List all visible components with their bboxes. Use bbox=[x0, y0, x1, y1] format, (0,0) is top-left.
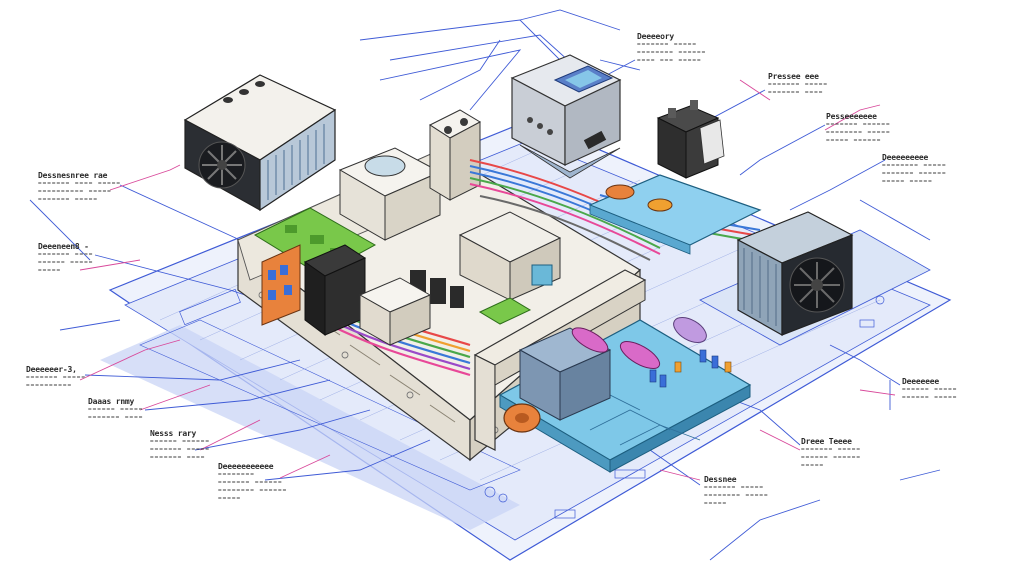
callout-line: ==== === ===== bbox=[637, 57, 702, 64]
blue-circuit-board bbox=[498, 317, 752, 473]
callout-line: ====== ===== bbox=[38, 259, 94, 266]
callout-line: ======= ===== bbox=[150, 446, 210, 453]
callout-line: ======= ==== bbox=[88, 414, 144, 421]
psu-fin-lines bbox=[267, 124, 325, 200]
heatsink-fins bbox=[743, 248, 777, 326]
callout-title: Deeeneen8 - bbox=[38, 242, 89, 251]
callout-line: ====== ===== bbox=[902, 394, 958, 401]
callout-line: ===== ====== bbox=[826, 137, 882, 144]
callout-line: ====== ===== bbox=[902, 386, 958, 393]
callout-title: Deeeeeee bbox=[902, 377, 939, 386]
callout-line: ======== ===== bbox=[882, 162, 947, 169]
callout-line: ===== bbox=[704, 500, 728, 507]
callout-line: ===== ===== bbox=[882, 178, 933, 185]
callout-line: ========== bbox=[26, 382, 73, 389]
blueprint-detail-marks bbox=[179, 288, 885, 519]
callout-title: Dreee Teeee bbox=[801, 437, 852, 446]
callout-line: ========== ===== bbox=[38, 188, 112, 195]
callout-line: ======== ===== bbox=[704, 492, 769, 499]
callout-left-lower: Deeeeeer-3, ======= ===== ========== bbox=[26, 366, 86, 390]
display-icon bbox=[553, 65, 614, 93]
callout-right-middle: Deeeeeeeee ======== ===== ======= ======… bbox=[882, 154, 947, 186]
callout-line: ======= ===== bbox=[637, 41, 697, 48]
psu-fan-module bbox=[183, 74, 337, 212]
fan-icon bbox=[198, 141, 246, 189]
top-blue-tray bbox=[588, 174, 762, 255]
callout-title: Deeeeeeeee bbox=[882, 153, 929, 162]
callout-line: ======== ===== bbox=[826, 129, 891, 136]
fan-icon bbox=[789, 257, 845, 313]
blueprint-rail bbox=[139, 319, 521, 491]
callout-title: Deeeeeeeeeee bbox=[218, 462, 274, 471]
callout-line: ===== bbox=[218, 495, 242, 502]
lens-icon bbox=[364, 155, 406, 177]
callout-bottom-left: Deeeeeeeeeee ======== ======= ====== ===… bbox=[218, 463, 287, 503]
callout-line: ======= ==== bbox=[768, 89, 824, 96]
callout-line: ====== ====== bbox=[801, 454, 861, 461]
callout-right-upper: Pesseeeeeee ======= ====== ======== ====… bbox=[826, 113, 891, 145]
callout-line: ======== bbox=[218, 471, 255, 478]
callout-title: Pressee eee bbox=[768, 72, 819, 81]
callout-top-right: Pressee eee ======= ===== ======= ==== bbox=[768, 73, 828, 97]
callout-lower-left-b: Nesss rary ====== ====== ======= ===== =… bbox=[150, 430, 210, 462]
callout-title: Deeeeeer-3, bbox=[26, 365, 77, 374]
callout-line: ======= ===== bbox=[704, 484, 764, 491]
callout-title: Daaas rnmy bbox=[88, 397, 135, 406]
capacitor-icon bbox=[571, 317, 707, 369]
twin-capacitor-block bbox=[656, 100, 725, 179]
callout-bottom-center: Dessnee ======= ===== ======== ===== ===… bbox=[704, 476, 769, 508]
callout-line: ====== ====== bbox=[150, 438, 210, 445]
center-white-units bbox=[338, 109, 562, 346]
callout-line: ======== ====== bbox=[218, 487, 288, 494]
callout-title: Pesseeeeeee bbox=[826, 112, 877, 121]
callout-lower-left-a: Daaas rnmy ====== ===== ======= ==== bbox=[88, 398, 143, 422]
callout-line: ======= ==== bbox=[150, 454, 206, 461]
callout-line: ======= ====== bbox=[218, 479, 283, 486]
callout-line: ======= ===== bbox=[801, 446, 861, 453]
green-sub-board bbox=[478, 264, 553, 325]
callout-line: ====== ===== bbox=[88, 406, 144, 413]
callout-line: ======= ===== bbox=[38, 196, 98, 203]
callout-title: Deeeeory bbox=[637, 32, 674, 41]
callout-line: ===== bbox=[38, 267, 62, 274]
callout-line: ======= ===== bbox=[26, 374, 86, 381]
leader-lines bbox=[29, 9, 941, 561]
callout-title: Nesss rary bbox=[150, 429, 197, 438]
callout-left-upper: Dessnesnree rae ======= ==== ===== =====… bbox=[38, 172, 121, 204]
callout-line: ======= ====== bbox=[882, 170, 947, 177]
top-control-unit bbox=[510, 54, 622, 179]
right-heatsink-fan bbox=[736, 211, 854, 337]
callout-bottom-right: Dreee Teeee ======= ===== ====== ====== … bbox=[801, 438, 861, 470]
callout-line: ======= ==== ===== bbox=[38, 180, 122, 187]
callout-left-middle: Deeeneen8 - ======= ==== ====== ===== ==… bbox=[38, 243, 93, 275]
green-pcb-board bbox=[253, 207, 377, 336]
callout-title: Dessnesnree rae bbox=[38, 171, 108, 180]
callout-line: ======= ===== bbox=[768, 81, 828, 88]
callout-line: ===== bbox=[801, 462, 825, 469]
callout-line: ======= ==== bbox=[38, 251, 94, 258]
callout-line: ======== ====== bbox=[637, 49, 707, 56]
callout-title: Dessnee bbox=[704, 475, 737, 484]
psu-switches bbox=[223, 81, 265, 103]
callout-line: ======= ====== bbox=[826, 121, 891, 128]
callout-right-lower: Deeeeeee ====== ===== ====== ===== bbox=[902, 378, 957, 402]
callout-top-center: Deeeeory ======= ===== ======== ====== =… bbox=[637, 33, 706, 65]
